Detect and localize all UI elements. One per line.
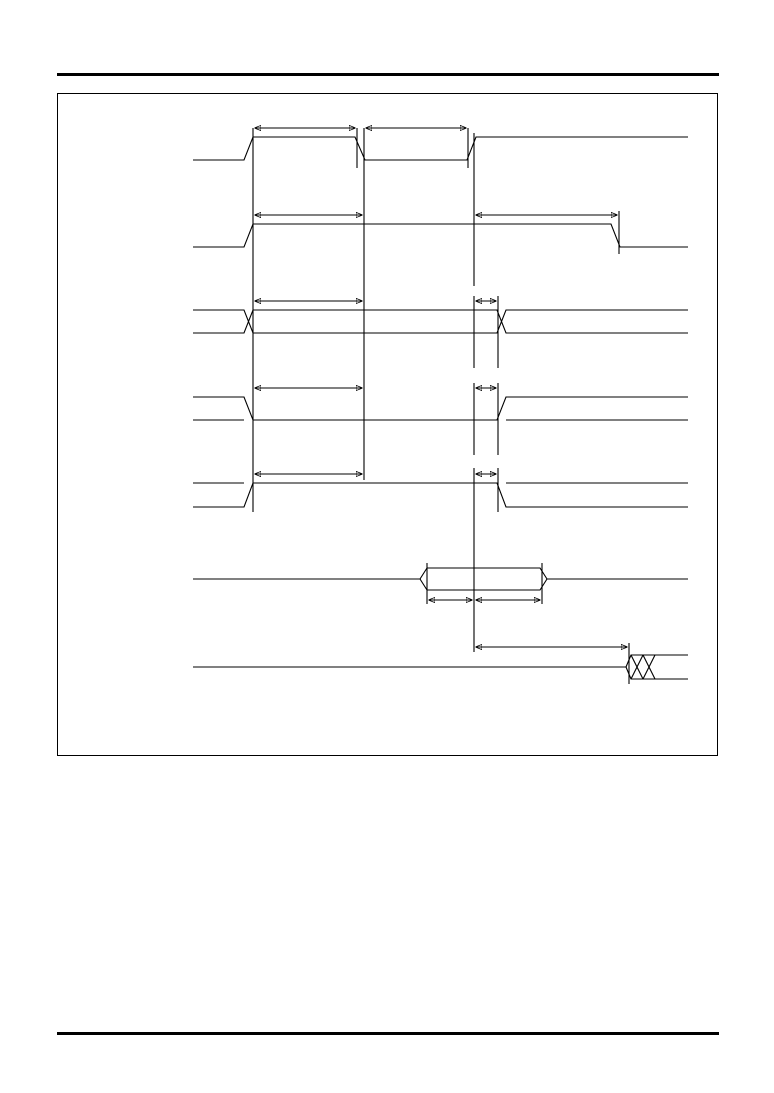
signal-5-waveform (193, 482, 688, 508)
signal-3-bus (193, 309, 688, 334)
timing-arrows (255, 128, 627, 647)
footer-rule (57, 1032, 719, 1035)
signal-4-waveform (193, 396, 688, 421)
signal-7-output (193, 654, 688, 680)
reference-lines (252, 128, 630, 684)
signal-1-waveform (193, 136, 688, 161)
header-rule (57, 73, 719, 76)
diagram-frame (57, 93, 718, 756)
signal-6-data-window (193, 567, 688, 591)
signal-2-waveform (193, 223, 688, 248)
